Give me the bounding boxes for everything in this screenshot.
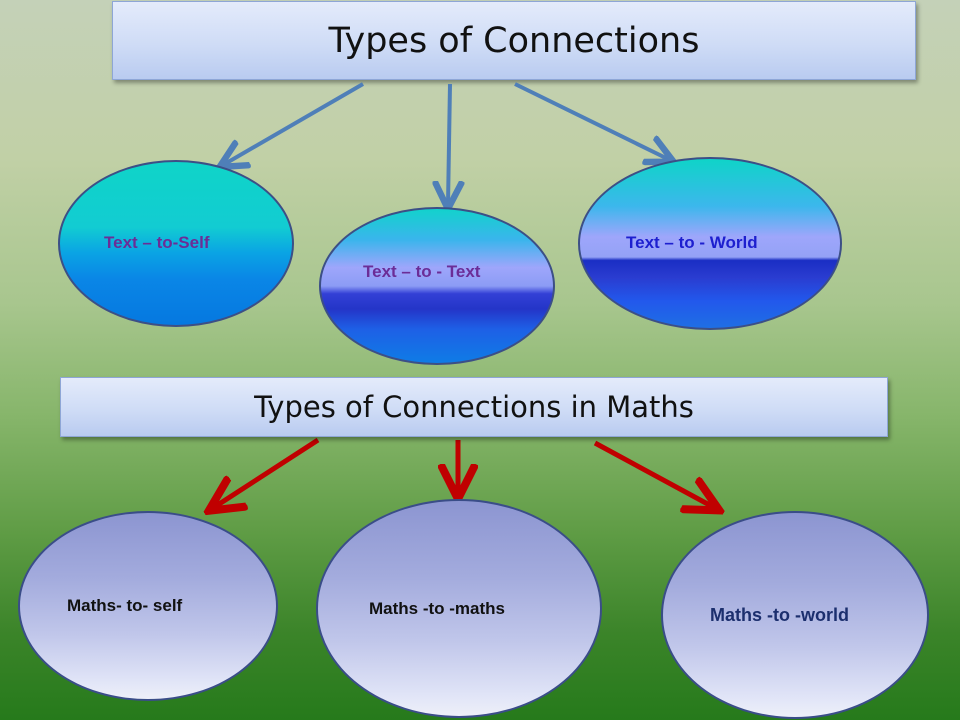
arrow-to-text-world bbox=[514, 82, 670, 160]
label-maths-to-maths: Maths -to -maths bbox=[369, 599, 505, 618]
label-maths-to-world: Maths -to -world bbox=[710, 605, 849, 625]
arrow-to-maths-self bbox=[213, 437, 320, 508]
main-title: Types of Connections bbox=[112, 1, 916, 80]
label-maths-to-self: Maths- to- self bbox=[67, 596, 183, 615]
maths-title: Types of Connections in Maths bbox=[60, 377, 888, 437]
ellipse-maths-to-maths bbox=[316, 499, 602, 718]
ellipse-maths-to-self bbox=[18, 511, 278, 701]
label-text-to-self: Text – to-Self bbox=[104, 233, 210, 252]
ellipse-text-to-text bbox=[319, 207, 555, 365]
ellipse-text-to-world bbox=[578, 157, 842, 330]
ellipse-maths-to-world bbox=[661, 511, 929, 719]
label-text-to-world: Text – to - World bbox=[626, 233, 758, 252]
ellipse-text-to-self bbox=[58, 160, 294, 327]
arrow-to-maths-world bbox=[593, 440, 715, 508]
arrow-to-text-self bbox=[223, 82, 365, 165]
label-text-to-text: Text – to - Text bbox=[363, 262, 481, 281]
arrow-to-text-text bbox=[448, 83, 450, 205]
